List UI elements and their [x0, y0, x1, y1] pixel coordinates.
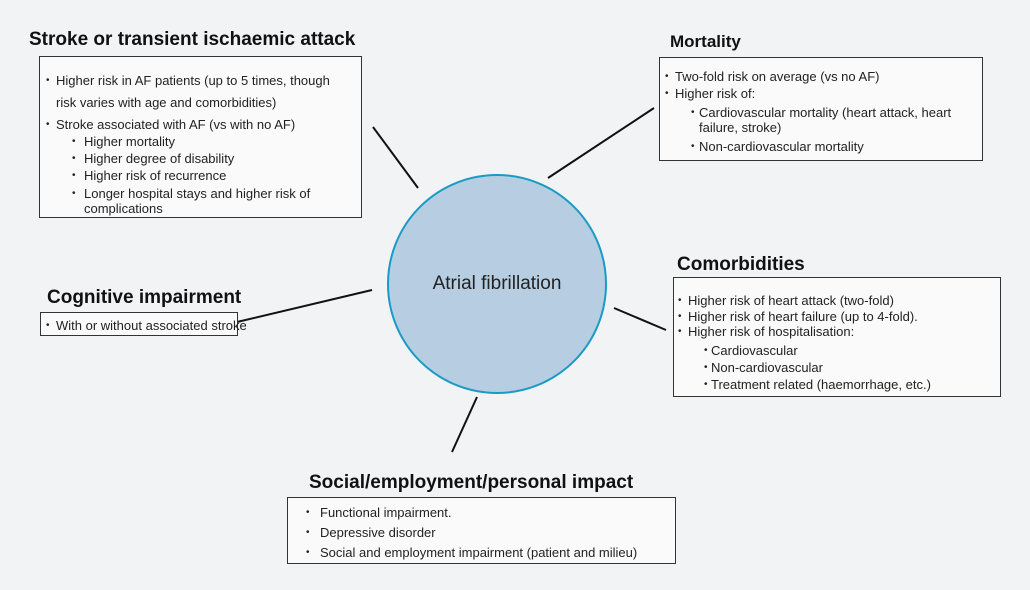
social-item: Depressive disorder	[306, 523, 669, 543]
mortality-item: Higher risk of:	[665, 85, 974, 102]
stroke-item: Stroke associated with AF (vs with no AF…	[46, 116, 353, 133]
mortality-box: Two-fold risk on average (vs no AF) High…	[659, 57, 983, 161]
atrial-fibrillation-node: Atrial fibrillation	[387, 174, 607, 394]
connector-mortality	[547, 107, 655, 179]
cognitive-title: Cognitive impairment	[47, 287, 242, 308]
stroke-box: Higher risk in AF patients (up to 5 time…	[39, 56, 362, 218]
comorbidities-subitem: Cardiovascular	[678, 342, 994, 359]
stroke-item: Higher risk in AF patients (up to 5 time…	[46, 72, 353, 89]
comorbidities-box: Higher risk of heart attack (two-fold) H…	[673, 277, 1001, 397]
connector-social	[451, 396, 478, 453]
stroke-subitem: Longer hospital stays and higher risk of…	[46, 186, 353, 216]
comorbidities-item: Higher risk of heart attack (two-fold)	[678, 293, 994, 309]
comorbidities-item: Higher risk of heart failure (up to 4-fo…	[678, 309, 994, 325]
connector-cognitive	[236, 289, 373, 323]
comorbidities-title: Comorbidities	[677, 254, 805, 275]
mortality-item: Two-fold risk on average (vs no AF)	[665, 68, 974, 85]
stroke-item: risk varies with age and comorbidities)	[56, 95, 277, 110]
stroke-title: Stroke or transient ischaemic attack	[29, 29, 356, 50]
social-box: Functional impairment. Depressive disord…	[287, 497, 676, 564]
comorbidities-subitem: Non-cardiovascular	[678, 359, 994, 376]
stroke-subitem: Higher mortality	[46, 133, 353, 150]
cognitive-box: With or without associated stroke	[40, 312, 247, 336]
mortality-subitem: Non-cardiovascular mortality	[665, 138, 974, 155]
stroke-subitem: Higher risk of recurrence	[46, 167, 353, 184]
connector-stroke	[372, 126, 419, 189]
connector-comorbidities	[613, 307, 667, 331]
comorbidities-subitem: Treatment related (haemorrhage, etc.)	[678, 376, 994, 393]
social-item: Social and employment impairment (patien…	[306, 543, 669, 563]
social-item: Functional impairment.	[306, 503, 669, 523]
mortality-title: Mortality	[670, 32, 741, 51]
social-title: Social/employment/personal impact	[309, 472, 634, 493]
stroke-subitem: Higher degree of disability	[46, 150, 353, 167]
cognitive-item: With or without associated stroke	[46, 317, 247, 334]
comorbidities-item: Higher risk of hospitalisation:	[678, 324, 994, 340]
mortality-subitem: Cardiovascular mortality (heart attack, …	[665, 105, 974, 135]
